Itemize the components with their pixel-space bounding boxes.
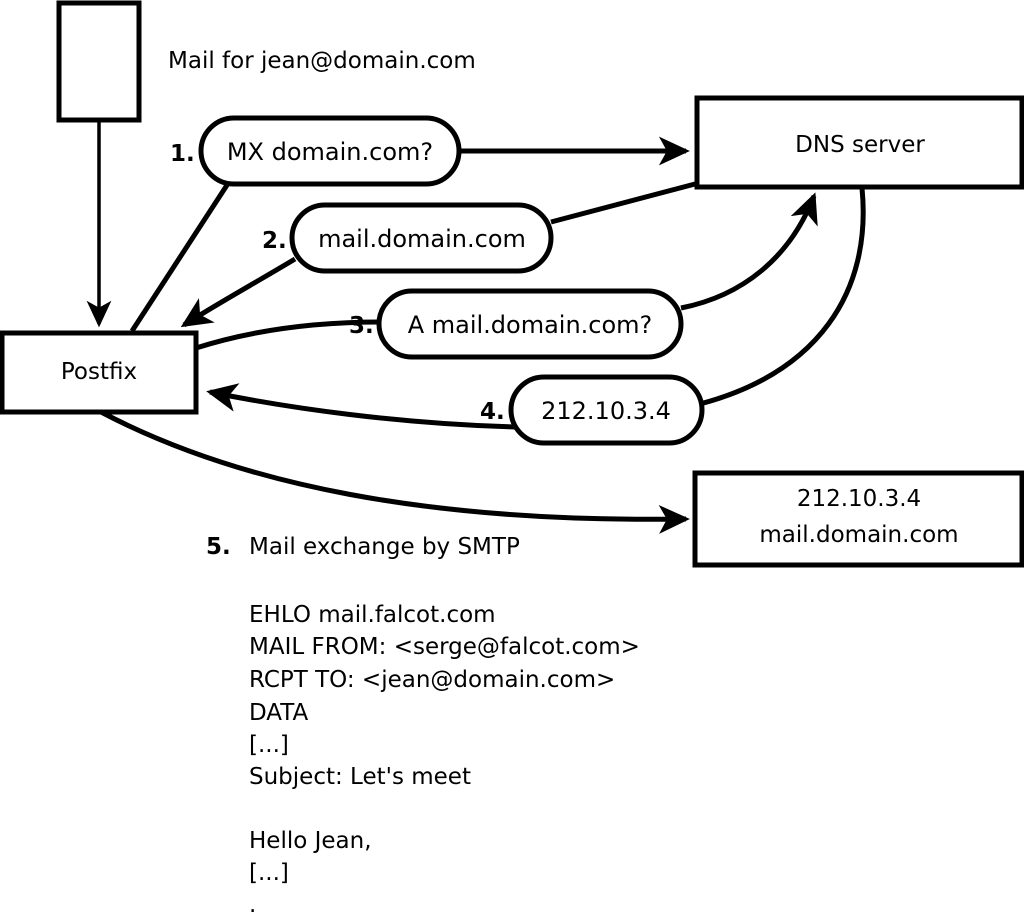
transcript-line: MAIL FROM: <serge@falcot.com> bbox=[249, 634, 640, 660]
transcript-line: DATA bbox=[249, 700, 309, 726]
step-1-pill[interactable] bbox=[198, 115, 462, 187]
step-2-label: mail.domain.com bbox=[318, 225, 526, 253]
target-mail-server-box[interactable] bbox=[692, 470, 1024, 568]
connector-dns-to-step4 bbox=[691, 187, 866, 409]
transcript-line: Subject: Let's meet bbox=[249, 764, 471, 790]
step-5-label: Mail exchange by SMTP bbox=[249, 534, 520, 560]
connector-step3-to-dns bbox=[680, 192, 818, 311]
target-ip-label: 212.10.3.4 bbox=[797, 486, 921, 512]
postfix-label: Postfix bbox=[61, 359, 137, 385]
connector-step2-to-postfix bbox=[180, 256, 297, 328]
step-4-pill[interactable] bbox=[508, 374, 705, 446]
connector-dns-to-step2 bbox=[550, 181, 696, 225]
step-2-number: 2. bbox=[262, 228, 287, 254]
transcript-line: RCPT TO: <jean@domain.com> bbox=[249, 667, 615, 693]
transcript-line: [...] bbox=[249, 860, 289, 886]
step-4-label: 212.10.3.4 bbox=[541, 397, 671, 425]
step-5-number: 5. bbox=[206, 534, 231, 560]
mail-for-caption: Mail for jean@domain.com bbox=[168, 48, 476, 74]
postfix-box[interactable] bbox=[0, 330, 199, 415]
connector-step1-to-postfix bbox=[129, 180, 232, 333]
step-3-label: A mail.domain.com? bbox=[408, 311, 653, 339]
source-mail-box[interactable] bbox=[56, 0, 142, 123]
transcript-line: Hello Jean, bbox=[249, 828, 372, 854]
transcript-line: [...] bbox=[249, 732, 289, 758]
step-4-number: 4. bbox=[480, 399, 505, 425]
transcript-line: EHLO mail.falcot.com bbox=[249, 602, 496, 628]
step-3-number: 3. bbox=[349, 313, 374, 339]
dns-server-box[interactable] bbox=[694, 95, 1024, 190]
connector-postfix-to-target bbox=[99, 409, 690, 534]
step-3-pill[interactable] bbox=[376, 288, 684, 360]
dns-server-label: DNS server bbox=[795, 132, 925, 158]
transcript-line: . bbox=[249, 892, 256, 918]
step-1-label: MX domain.com? bbox=[227, 138, 433, 166]
step-2-pill[interactable] bbox=[289, 202, 554, 274]
step-1-number: 1. bbox=[170, 141, 195, 167]
connector-postfix-to-step3 bbox=[195, 319, 382, 351]
connector-step4-to-postfix bbox=[206, 383, 517, 430]
target-hostname-label: mail.domain.com bbox=[759, 522, 958, 548]
